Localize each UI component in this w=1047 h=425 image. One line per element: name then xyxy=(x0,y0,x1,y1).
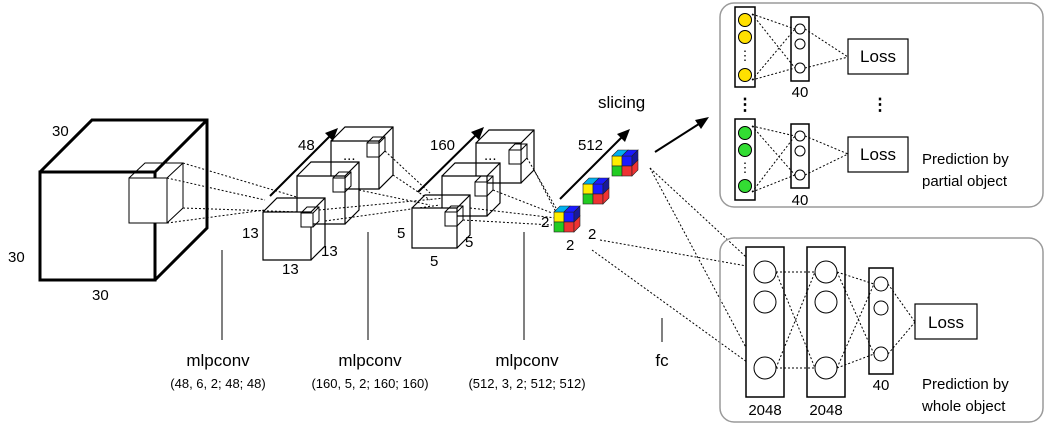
stage2-name: mlpconv xyxy=(338,351,402,370)
feature-cube-face xyxy=(621,165,633,177)
partial-connections xyxy=(751,13,849,193)
partial-caption-line1: Prediction by xyxy=(922,151,1009,168)
layer2-small-cubes xyxy=(444,143,528,227)
whole-object-panel xyxy=(719,237,1044,423)
input-projection-lines xyxy=(166,162,301,224)
layer3-channel-arrow xyxy=(559,129,630,200)
stage3-params: (512, 3, 2; 512; 512) xyxy=(468,376,585,391)
fc1-column xyxy=(745,246,785,398)
feature-cube-side xyxy=(602,187,610,205)
partial-bottom-hidden-column xyxy=(790,123,810,189)
feature-cube-face xyxy=(621,155,633,167)
whole-caption-line2: whole object xyxy=(921,398,1006,415)
partial-column-vdots: ⋮ xyxy=(737,95,754,114)
layer1-channels-label: 48 xyxy=(298,137,315,154)
feature-cube-face xyxy=(582,193,594,205)
feature-cube-side xyxy=(631,159,639,177)
slicing-label: slicing xyxy=(598,93,645,112)
whole-caption-line1: Prediction by xyxy=(922,376,1009,393)
layer3-feature-cubes xyxy=(553,149,639,233)
layer2-channels-label: 160 xyxy=(430,137,455,154)
feature-cube-face xyxy=(592,193,604,205)
input-height-label: 30 xyxy=(8,249,25,266)
layer3-channels-label: 512 xyxy=(578,137,603,154)
input-width-label: 30 xyxy=(92,287,109,304)
stage-dividers xyxy=(221,232,663,342)
partial-bottom-vdots: ⋮ xyxy=(739,160,752,175)
fc2-units: 2048 xyxy=(809,402,842,419)
stage1-params: (48, 6, 2; 48; 48) xyxy=(170,376,265,391)
feature-cube-face xyxy=(563,211,575,223)
layer3-size-bottom: 2 xyxy=(566,237,574,254)
layer2-size-left: 5 xyxy=(397,225,405,242)
layer2-size-bottom: 5 xyxy=(430,253,438,270)
stage4-name: fc xyxy=(655,351,669,370)
stage1-name: mlpconv xyxy=(186,351,250,370)
layer2-projection-lines xyxy=(462,157,557,226)
layer1-size-left: 13 xyxy=(242,225,259,242)
feature-cube-side xyxy=(573,215,581,233)
partial-bottom-loss-box xyxy=(847,136,909,173)
feature-cube-face xyxy=(553,221,565,233)
layer3-size-right: 2 xyxy=(588,226,596,243)
whole-connections xyxy=(775,271,916,369)
feature-cube-face xyxy=(582,183,594,195)
feature-cube-face xyxy=(592,183,604,195)
feature-cube-face xyxy=(611,165,623,177)
partial-object-panel xyxy=(719,2,1044,208)
partial-top-node-column xyxy=(734,6,756,88)
layer3-size-left: 2 xyxy=(541,214,549,231)
stage2-params: (160, 5, 2; 160; 160) xyxy=(311,376,428,391)
feature-cube-face xyxy=(563,221,575,233)
layer2-channel-arrow xyxy=(417,127,484,193)
layer1-size-right: 13 xyxy=(321,243,338,260)
layer1-channel-arrow xyxy=(269,128,338,197)
partial-top-hidden-column xyxy=(790,16,810,82)
partial-loss-vdots: ⋮ xyxy=(872,95,889,114)
layer1-small-cubes xyxy=(300,136,386,228)
partial-top-loss-box xyxy=(847,38,909,75)
slicing-arrow xyxy=(654,117,709,153)
partial-bottom-loss-label: Loss xyxy=(860,145,896,164)
input-depth-label: 30 xyxy=(52,123,69,140)
layer2-dots: ... xyxy=(484,147,497,164)
input-volume xyxy=(38,118,209,282)
partial-bottom-units: 40 xyxy=(792,192,809,209)
partial-caption-line2: partial object xyxy=(922,173,1008,190)
layer1-size-bottom: 13 xyxy=(282,261,299,278)
slice-to-panel-lines xyxy=(591,167,759,371)
fc3-units: 40 xyxy=(873,377,890,394)
partial-top-loss-label: Loss xyxy=(860,47,896,66)
partial-bottom-node-column xyxy=(734,118,756,201)
stage3-name: mlpconv xyxy=(495,351,559,370)
feature-cube-face xyxy=(611,155,623,167)
partial-top-vdots: ⋮ xyxy=(739,48,752,63)
fc1-units: 2048 xyxy=(748,402,781,419)
whole-loss-box xyxy=(914,303,978,340)
feature-cube-face xyxy=(553,211,565,223)
fc2-column xyxy=(806,246,846,398)
partial-top-units: 40 xyxy=(792,84,809,101)
layer2-size-right: 5 xyxy=(465,234,473,251)
layer1-dots: ... xyxy=(343,147,356,164)
whole-loss-label: Loss xyxy=(928,313,964,332)
